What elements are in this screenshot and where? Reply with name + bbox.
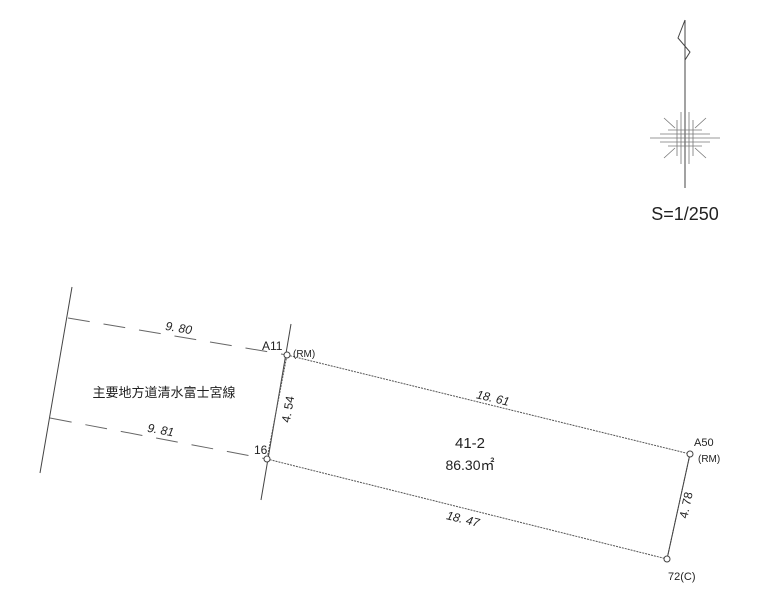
parcel-area: 86.30㎡ bbox=[445, 457, 494, 473]
scale-label: S=1/250 bbox=[651, 204, 719, 224]
road-edge-west bbox=[39, 286, 73, 474]
road-line-top bbox=[67, 317, 288, 356]
road-name: 主要地方道清水富士宮線 bbox=[92, 385, 235, 400]
survey-point-72 bbox=[663, 555, 671, 563]
road-line-bottom bbox=[49, 417, 268, 460]
north-arrow-icon bbox=[650, 19, 720, 188]
dim-east-side: 4. 78 bbox=[676, 490, 695, 519]
point-label-72: 72(C) bbox=[668, 571, 696, 583]
point-label-a11: A11 bbox=[262, 339, 283, 353]
dim-road-bottom: 9. 81 bbox=[146, 421, 175, 440]
survey-point-a11 bbox=[283, 351, 291, 359]
point-label-a50: A50 bbox=[694, 437, 714, 449]
point-type-a11: (RM) bbox=[293, 349, 315, 360]
parcel-east-edge bbox=[666, 453, 691, 560]
point-type-a50: (RM) bbox=[698, 454, 720, 465]
survey-point-a50 bbox=[686, 450, 694, 458]
parcel-number: 41-2 bbox=[455, 435, 485, 452]
dim-north-side: 18. 61 bbox=[475, 387, 511, 408]
survey-point-16 bbox=[263, 455, 271, 463]
dim-road-top: 9. 80 bbox=[164, 319, 193, 337]
dim-road-width: 4. 54 bbox=[279, 395, 297, 424]
point-label-16: 16 bbox=[254, 443, 268, 457]
